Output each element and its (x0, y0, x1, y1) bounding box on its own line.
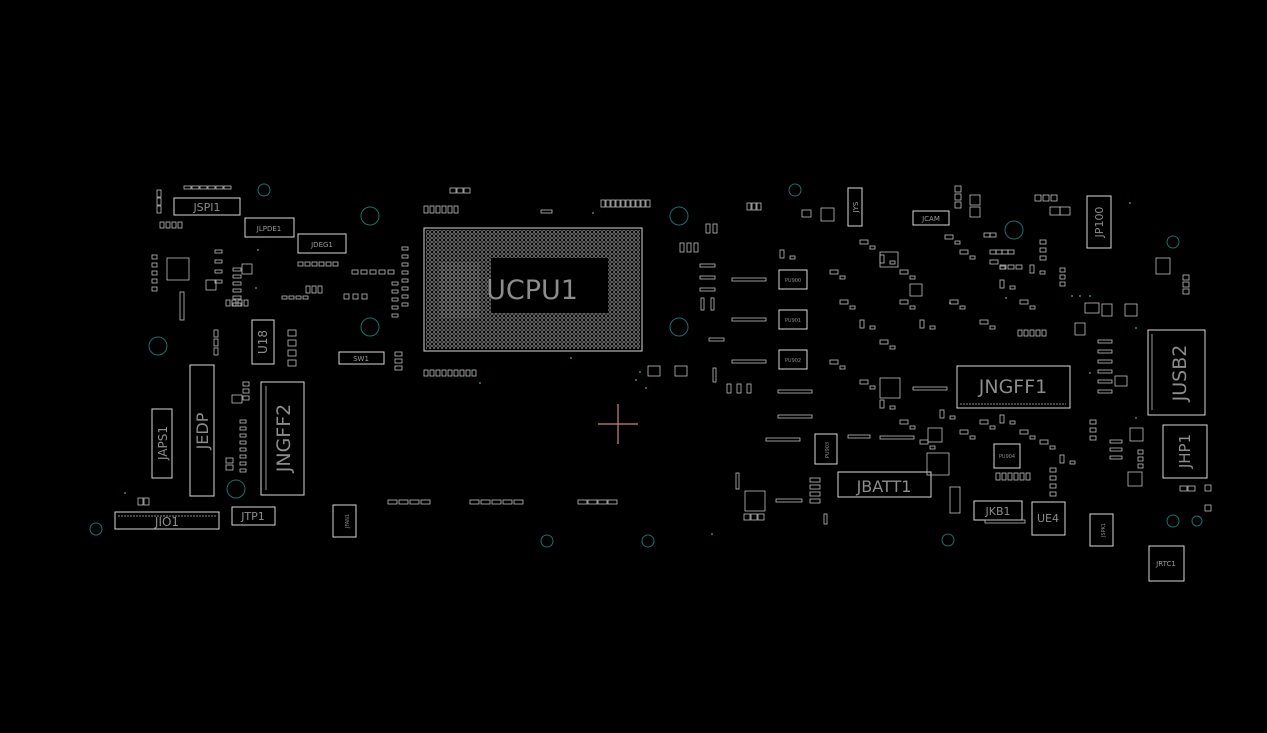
jys-label: JYS (852, 201, 860, 213)
u18-label: U18 (256, 330, 270, 354)
jcam-label: JCAM (921, 215, 940, 223)
connector-japs1[interactable]: JAPS1 (151, 408, 173, 479)
passive-components (137, 185, 1212, 525)
jhp1-label: JHP1 (1176, 434, 1194, 469)
connector-jbatt1[interactable]: JBATT1 (837, 471, 932, 498)
connector-jhp1[interactable]: JHP1 (1162, 424, 1208, 479)
jngff2-label: JNGFF2 (273, 404, 295, 474)
jrtc1-label: JRTC1 (1155, 560, 1176, 568)
pu904-label: PU904 (999, 454, 1015, 460)
pu902[interactable]: PU902 (778, 349, 808, 370)
ic-u18[interactable]: U18 (251, 319, 275, 365)
connector-jkb1[interactable]: JKB1 (973, 500, 1023, 521)
pu903[interactable]: PU903 (814, 433, 838, 465)
jlpde1-label: JLPDE1 (256, 225, 281, 233)
connector-jp100[interactable]: JP100 (1086, 195, 1112, 249)
connector-jdeg1[interactable]: JDEG1 (297, 233, 347, 254)
ic-ue4[interactable]: UE4 (1031, 501, 1066, 536)
connector-jfan1[interactable]: JFAN1 (332, 504, 357, 538)
connector-jrtc1[interactable]: JRTC1 (1148, 545, 1185, 582)
jspi1-label: JSPI1 (192, 201, 220, 214)
connector-jngff1[interactable]: JNGFF1 (956, 365, 1071, 409)
connector-jspk1[interactable]: JSPK1 (1089, 513, 1114, 547)
connector-jedp[interactable]: JEDP (189, 364, 215, 497)
jusb2-label: JUSB2 (1169, 345, 1191, 403)
jio1-label: JIO1 (154, 515, 179, 529)
pu903-label: PU903 (825, 442, 831, 458)
jdeg1-label: JDEG1 (310, 241, 333, 249)
ucpu1-label: UCPU1 (486, 275, 578, 306)
jngff1-label: JNGFF1 (978, 376, 1048, 398)
jtp1-label: JTP1 (240, 510, 265, 523)
connector-jusb2[interactable]: JUSB2 (1147, 329, 1206, 416)
connector-jspi1[interactable]: JSPI1 (173, 197, 241, 216)
jfan1-label: JFAN1 (345, 514, 351, 529)
pu902-label: PU902 (785, 358, 801, 364)
pu904[interactable]: PU904 (993, 443, 1021, 469)
ucpu1-package[interactable]: UCPU1 (423, 227, 643, 352)
mounting-holes (89, 183, 1203, 548)
connector-jlpde1[interactable]: JLPDE1 (244, 217, 295, 238)
connector-jcam[interactable]: JCAM (912, 210, 950, 226)
switch-sw1[interactable]: SW1 (338, 351, 385, 365)
sw1-label: SW1 (353, 355, 369, 363)
pu901[interactable]: PU901 (778, 309, 808, 330)
pu900-label: PU900 (785, 278, 801, 284)
connector-jio1[interactable]: JIO1 (114, 511, 220, 530)
jspk1-label: JSPK1 (1101, 523, 1107, 538)
crosshair-cursor-icon (598, 404, 638, 444)
connector-jtp1[interactable]: JTP1 (231, 506, 276, 526)
pu900[interactable]: PU900 (778, 269, 808, 290)
jkb1-label: JKB1 (984, 505, 1010, 518)
connector-jngff2[interactable]: JNGFF2 (260, 381, 305, 496)
jbatt1-label: JBATT1 (856, 477, 912, 496)
ue4-label: UE4 (1037, 512, 1059, 525)
pu901-label: PU901 (785, 318, 801, 324)
connector-jys[interactable]: JYS (847, 187, 863, 227)
japs1-label: JAPS1 (156, 426, 170, 461)
jp100-label: JP100 (1093, 207, 1106, 239)
vias (124, 202, 1137, 535)
jedp-label: JEDP (193, 412, 212, 450)
